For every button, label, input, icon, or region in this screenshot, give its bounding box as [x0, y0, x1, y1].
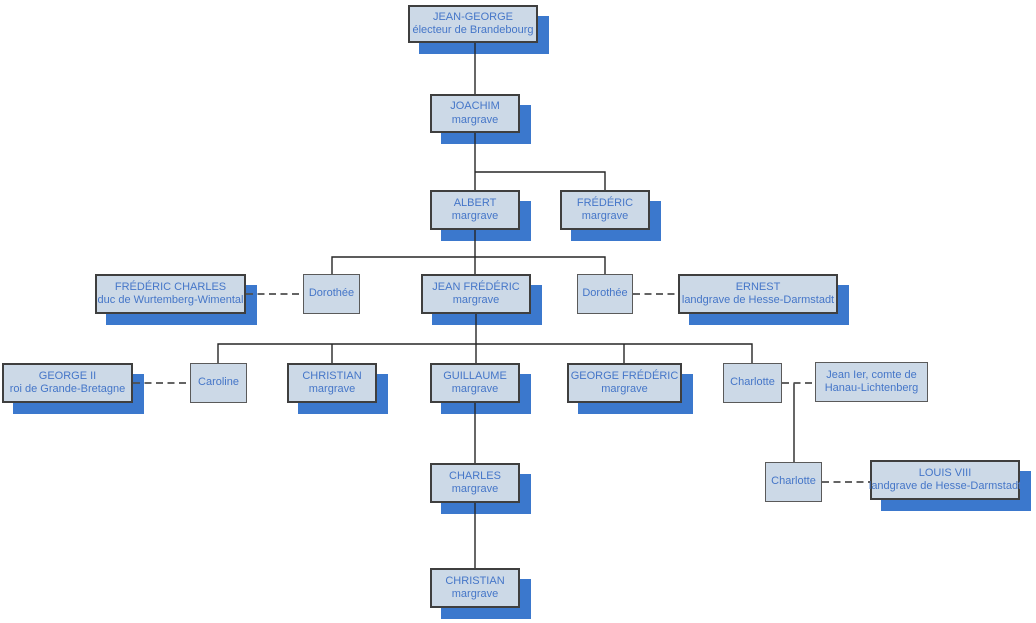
node-george-ii-name: GEORGE II — [38, 369, 97, 382]
node-frederic-subtitle: margrave — [581, 210, 629, 222]
node-guillaume-name: GUILLAUME — [443, 369, 507, 382]
node-george-frederic-subtitle: margrave — [601, 383, 648, 395]
node-frederic-charles-subtitle: duc de Wurtemberg-Wimental — [97, 294, 244, 306]
node-jean-ier-subtitle: Hanau-Lichtenberg — [824, 382, 919, 394]
node-jean-george-subtitle: électeur de Brandebourg — [412, 24, 534, 36]
node-caroline[interactable]: Caroline — [190, 363, 247, 403]
node-christian-1-subtitle: margrave — [308, 383, 356, 395]
node-charles-name: CHARLES — [449, 469, 501, 482]
node-charlotte-1[interactable]: Charlotte — [723, 363, 782, 403]
node-jean-ier-name: Jean Ier, comte de — [826, 368, 917, 381]
node-frederic-name: FRÉDÉRIC — [576, 196, 634, 209]
node-jean-frederic-name: JEAN FRÉDÉRIC — [432, 280, 520, 293]
node-dorothee-1-name: Dorothée — [308, 287, 355, 300]
node-louis-viii-name: LOUIS VIII — [918, 466, 972, 479]
node-louis-viii-subtitle: landgrave de Hesse-Darmstadt — [868, 480, 1022, 492]
node-christian-2-name: CHRISTIAN — [445, 574, 505, 587]
node-charlotte-2-name: Charlotte — [771, 475, 816, 488]
node-christian-1-name: CHRISTIAN — [302, 369, 362, 382]
node-frederic-charles-name: FRÉDÉRIC CHARLES — [114, 280, 227, 293]
node-george-ii-subtitle: roi de Grande-Bretagne — [9, 383, 126, 395]
descent-line-joachim--frederic — [475, 171, 606, 190]
node-dorothee-2[interactable]: Dorothée — [577, 274, 633, 314]
node-caroline-name: Caroline — [198, 376, 239, 389]
node-jean-frederic-subtitle: margrave — [452, 294, 500, 306]
descent-line-albert--dorothee-1-and-dorothee-2 — [331, 256, 606, 274]
node-albert-subtitle: margrave — [451, 210, 499, 222]
node-dorothee-2-name: Dorothée — [582, 287, 628, 300]
descent-line-jean-frederic--caroline-and-charlotte-1 — [217, 343, 753, 363]
node-george-frederic-name: GEORGE FRÉDÉRIC — [570, 369, 679, 382]
node-ernest-name: ERNEST — [735, 280, 781, 293]
node-ernest-subtitle: landgrave de Hesse-Darmstadt — [681, 294, 835, 306]
node-dorothee-1[interactable]: Dorothée — [303, 274, 360, 314]
node-joachim-name: JOACHIM — [450, 100, 500, 112]
node-albert-name: ALBERT — [453, 196, 497, 209]
node-charlotte-2[interactable]: Charlotte — [765, 462, 822, 502]
node-guillaume-subtitle: margrave — [451, 383, 499, 395]
node-jean-george-name: JEAN-GEORGE — [432, 10, 514, 23]
node-charles-subtitle: margrave — [451, 483, 499, 495]
node-christian-2-subtitle: margrave — [451, 588, 499, 600]
node-joachim-subtitle: margrave — [451, 113, 499, 126]
node-charlotte-1-name: Charlotte — [730, 376, 775, 389]
